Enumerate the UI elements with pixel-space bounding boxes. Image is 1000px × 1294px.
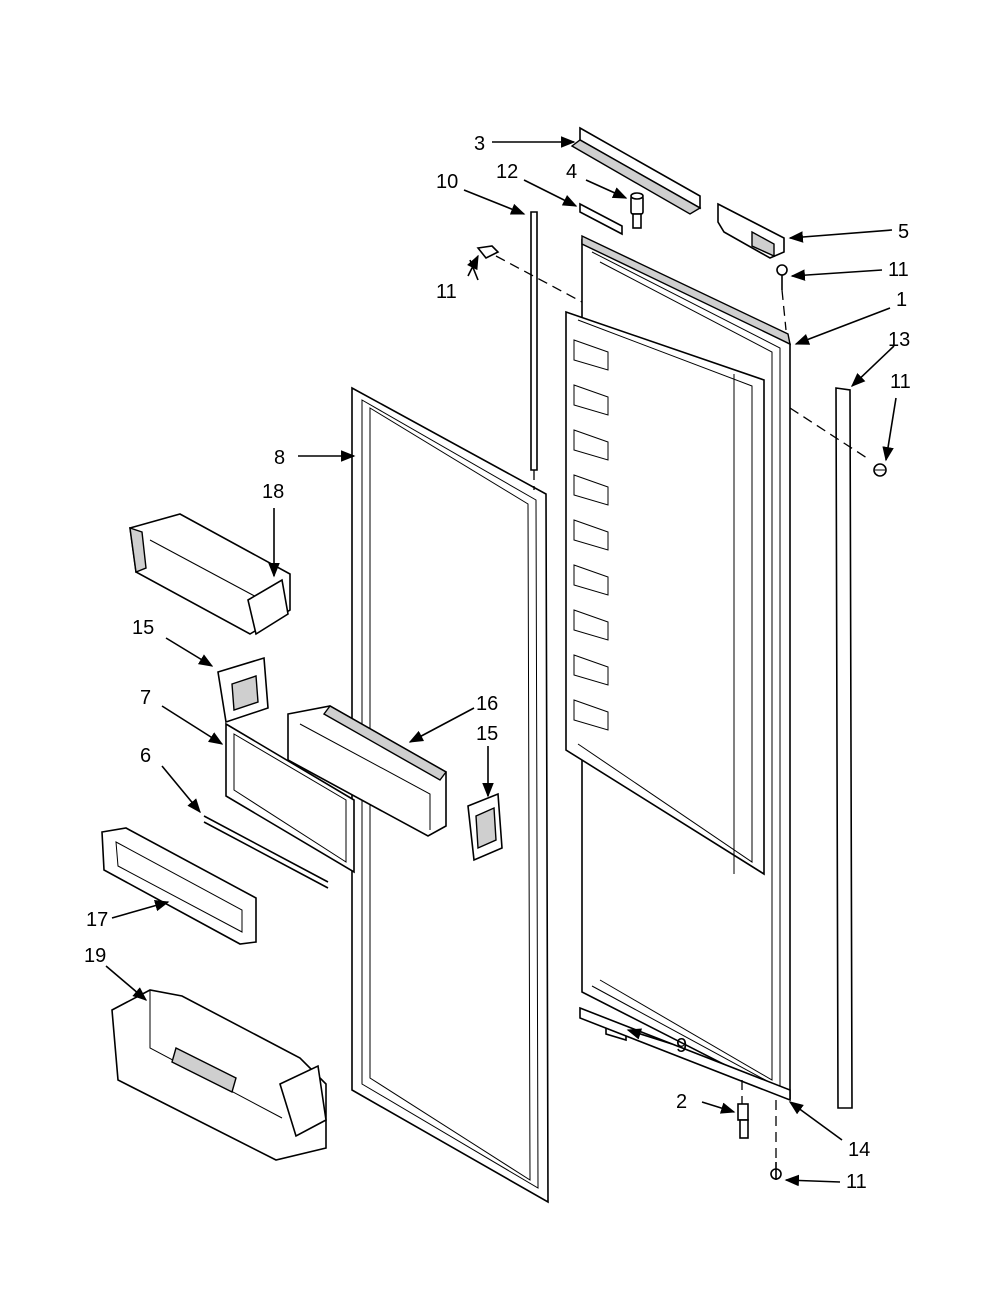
callout-4: 4	[566, 161, 577, 183]
callout-6: 6	[140, 745, 151, 767]
callout-7: 7	[140, 687, 151, 709]
callout-3: 3	[474, 133, 485, 155]
top-hinge-bracket-part-5	[717, 202, 785, 259]
callout-8: 8	[274, 447, 285, 469]
callout-15-upper: 15	[132, 617, 154, 639]
door-trim-strip-part-10	[530, 211, 538, 471]
spacer-part-12	[579, 202, 623, 236]
hinge-pin-part-4	[630, 192, 644, 229]
leader-lines	[105, 136, 897, 1187]
callout-9: 9	[676, 1035, 687, 1057]
callout-11-bottom: 11	[846, 1171, 867, 1193]
callout-10: 10	[436, 171, 458, 193]
callout-15-lower: 15	[476, 723, 498, 745]
callout-11-top-right: 11	[888, 259, 909, 281]
screw-part-11-top-right	[776, 264, 788, 290]
compartment-door-frame-part-7	[225, 722, 355, 874]
bin-end-cap-part-15-upper	[217, 656, 269, 724]
callout-2: 2	[676, 1091, 687, 1113]
screw-part-11-side	[873, 463, 887, 477]
callout-16: 16	[476, 693, 498, 715]
door-bin-part-19	[111, 989, 327, 1161]
shelf-support-tabs	[573, 339, 609, 731]
door-trim-strip-part-13	[835, 387, 853, 1109]
callout-18: 18	[262, 481, 284, 503]
compartment-door-part-17	[101, 827, 257, 945]
callout-17: 17	[86, 909, 108, 931]
screw-part-11-bottom	[770, 1162, 782, 1180]
alignment-lines	[495, 255, 871, 1160]
bin-end-cap-part-15-lower	[467, 792, 503, 862]
callout-11-side: 11	[890, 371, 911, 393]
callout-1: 1	[896, 289, 907, 311]
callout-11-top-left: 11	[436, 281, 457, 303]
callout-19: 19	[84, 945, 106, 967]
callout-13: 13	[888, 329, 910, 351]
door-bin-part-18	[129, 513, 291, 636]
screw-part-11-top-left	[476, 245, 500, 260]
seal-part-6	[203, 815, 329, 889]
bottom-hinge-pin-part-2	[737, 1103, 749, 1139]
callout-12: 12	[496, 161, 518, 183]
door-panel-part-1	[565, 234, 791, 1100]
callout-labels: 3 10 12 4 5 11 11 1 13 11 8 18 15 7 16 1…	[84, 133, 911, 1193]
callout-5: 5	[898, 221, 909, 243]
dairy-compartment-part-16	[287, 705, 448, 837]
callout-14: 14	[848, 1139, 870, 1161]
